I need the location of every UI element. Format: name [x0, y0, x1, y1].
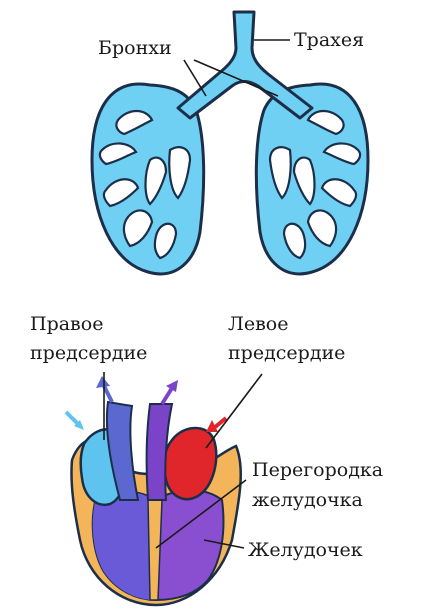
arrow-in-lightblue [66, 412, 84, 430]
label-left-atrium-line1: Левое [228, 312, 288, 336]
label-left-atrium-line2: предсердие [228, 341, 345, 365]
label-right-atrium-line2: предсердие [30, 341, 147, 365]
label-trachea: Трахея [294, 28, 364, 52]
label-septum-line2: желудочка [252, 488, 363, 512]
arrow-up-purple [162, 380, 178, 404]
left-atrium-pointer [206, 374, 262, 448]
label-right-atrium-line1: Правое [30, 312, 103, 336]
ventricle-right-half [93, 491, 154, 600]
bronchi-pointer-left [184, 60, 206, 96]
trachea [178, 12, 312, 118]
label-septum-line1: Перегородка [252, 458, 383, 482]
label-bronchi: Бронхи [98, 36, 172, 60]
label-ventricle: Желудочек [248, 538, 363, 562]
